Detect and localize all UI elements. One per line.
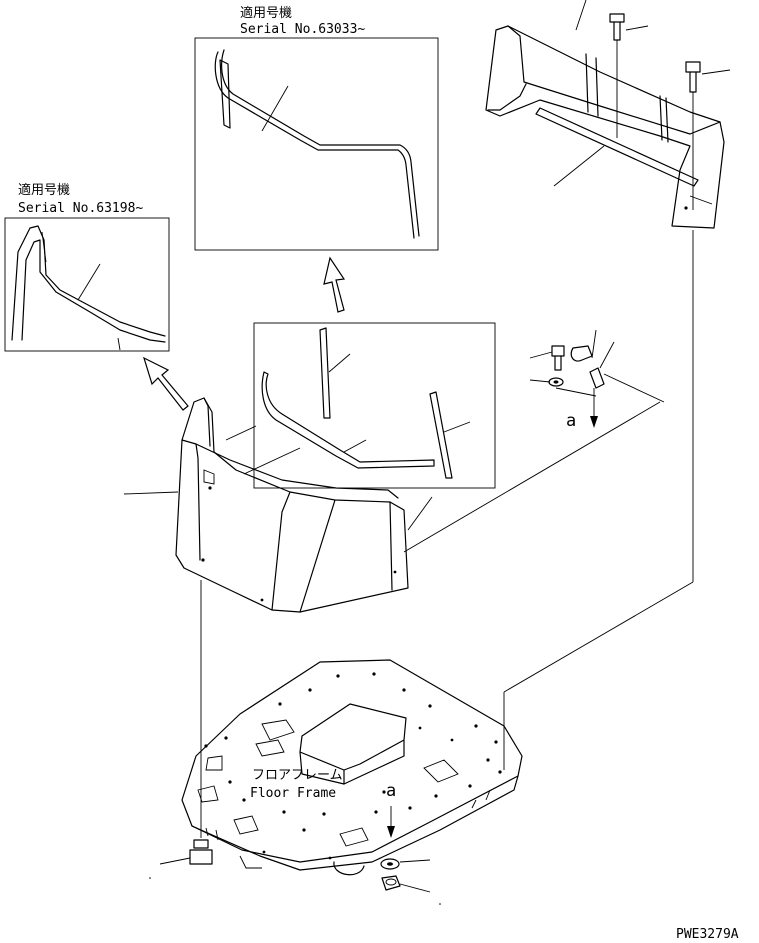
view-mark-lower-group: a [386, 781, 396, 838]
drawing-id: PWE3279A [676, 927, 739, 942]
strip-detail-box [253, 322, 496, 489]
callout-top-applicability: 適用号機 [240, 5, 292, 21]
hardware-detail-a: a [529, 329, 665, 431]
view-mark-upper: a [566, 411, 576, 431]
callout-left: 適用号機 Serial No.63198~ [4, 182, 170, 352]
bolt-upper-2 [685, 61, 731, 210]
view-mark-lower: a [386, 781, 396, 801]
rear-guard [485, 0, 725, 229]
floor-frame-label-en: Floor Frame [250, 786, 336, 801]
callout-left-applicability: 適用号機 [18, 182, 70, 198]
callout-top-serial: Serial No.63033~ [240, 22, 365, 37]
arrow-to-callout-left [143, 356, 189, 411]
bolt-upper-1 [609, 13, 649, 138]
front-panel [123, 397, 661, 613]
washer-lower-right [380, 858, 431, 870]
floor-frame: フロアフレーム Floor Frame [181, 659, 523, 876]
floor-frame-label-jp: フロアフレーム [252, 768, 343, 783]
callout-top: 適用号機 Serial No.63033~ [194, 5, 439, 251]
callout-left-serial: Serial No.63198~ [18, 201, 143, 216]
nut-lower-right [381, 875, 431, 893]
bolt-lower-left [159, 839, 213, 865]
arrow-to-callout-top [323, 256, 346, 313]
